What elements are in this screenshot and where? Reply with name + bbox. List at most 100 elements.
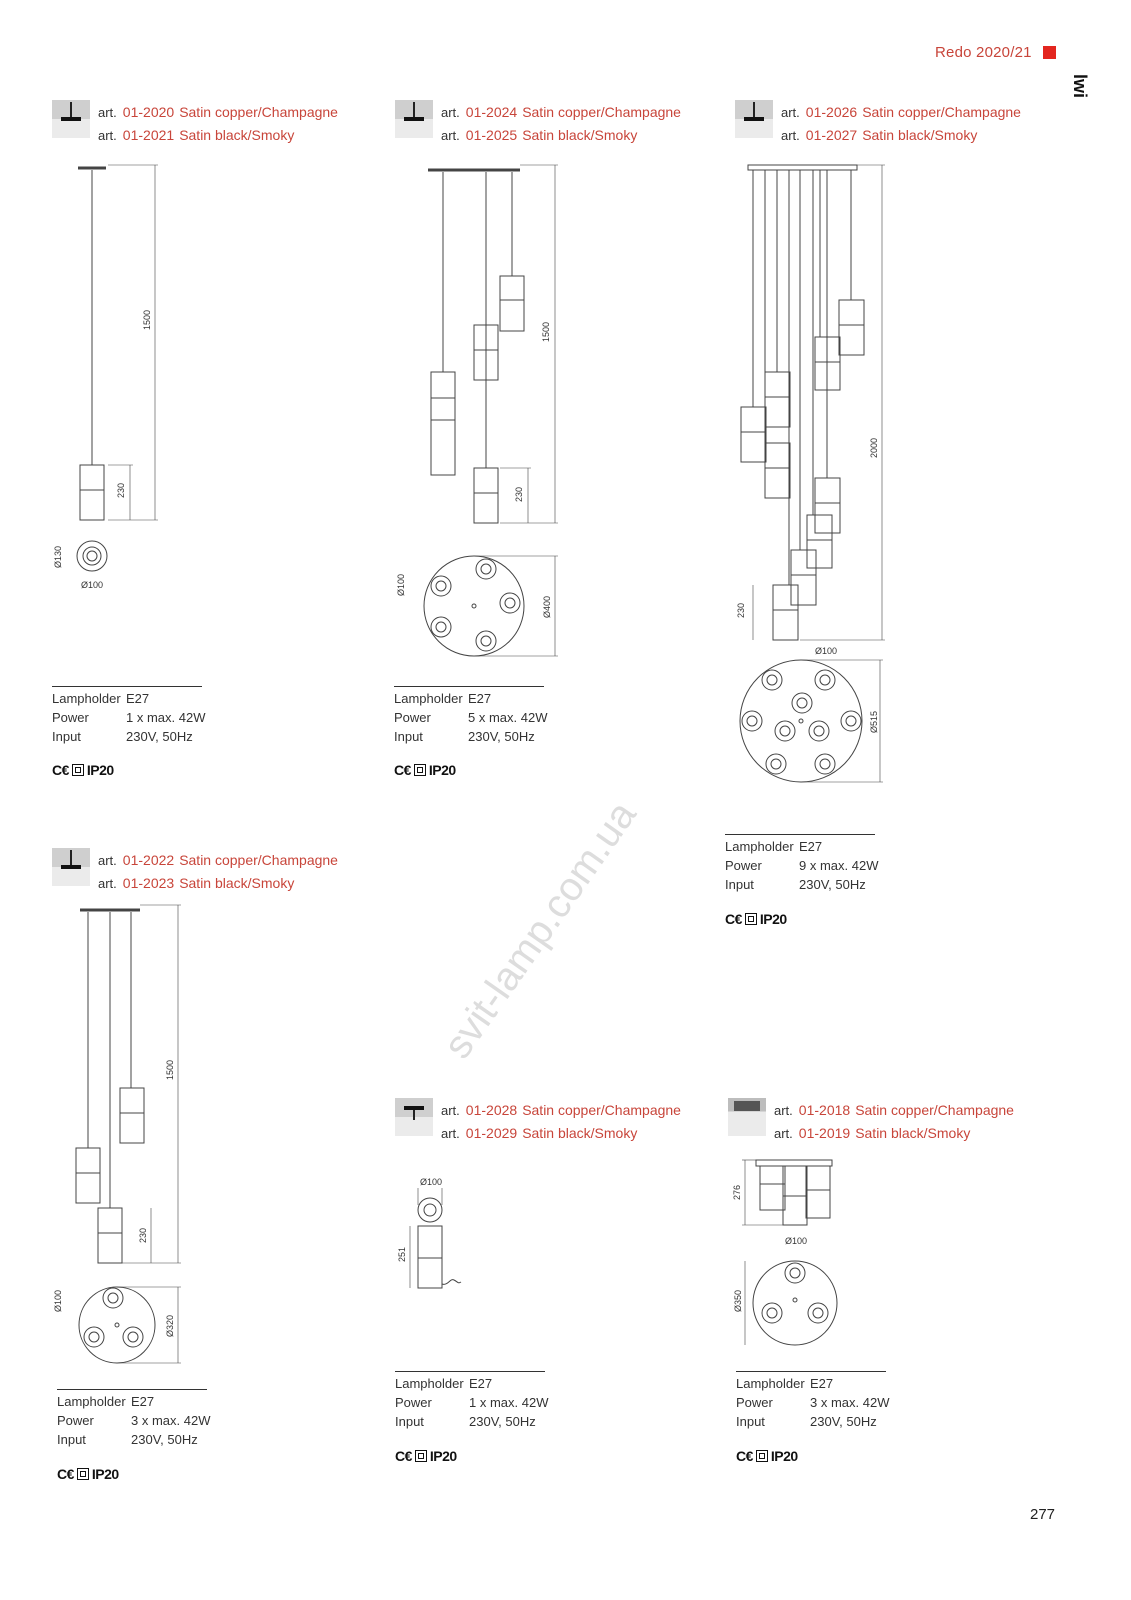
dim-lamp: 230 bbox=[116, 483, 126, 498]
red-square-marker bbox=[1043, 46, 1056, 59]
article-code: 01-2020 bbox=[122, 104, 175, 120]
article-finish: Satin copper/Champagne bbox=[522, 104, 681, 120]
certification-marks: C€IP20 bbox=[57, 1466, 119, 1482]
article-finish: Satin black/Smoky bbox=[862, 127, 978, 143]
dim-d1: Ø100 bbox=[53, 1290, 63, 1312]
canopy-plan bbox=[76, 540, 108, 572]
article-finish: Satin copper/Champagne bbox=[522, 1102, 681, 1118]
page-number: 277 bbox=[1030, 1506, 1056, 1523]
dim-d1: Ø100 bbox=[815, 646, 837, 656]
drawing-01-2018: 276 Ø100 Ø350 bbox=[732, 1159, 838, 1346]
mounting-type-icon bbox=[52, 100, 90, 138]
article-finish: Satin black/Smoky bbox=[855, 1125, 971, 1141]
article-code: 01-2021 bbox=[122, 127, 175, 143]
article-code: 01-2023 bbox=[122, 875, 175, 891]
dim-d2: Ø320 bbox=[165, 1315, 175, 1337]
dim-d2: Ø350 bbox=[733, 1290, 743, 1312]
dim-height: 1500 bbox=[165, 1060, 175, 1080]
mounting-type-icon bbox=[395, 100, 433, 138]
article-code: 01-2029 bbox=[465, 1125, 518, 1141]
drawing-01-2028: Ø100 251 bbox=[397, 1177, 462, 1289]
article-code: 01-2025 bbox=[465, 127, 518, 143]
ce-mark-icon: C€ bbox=[725, 911, 742, 927]
drawing-01-2022: 1500 230 Ø100 Ø320 bbox=[53, 904, 181, 1364]
collection-title: Redo 2020/21 bbox=[935, 44, 1032, 61]
class-ii-icon bbox=[71, 764, 84, 776]
dim-d2: Ø400 bbox=[542, 596, 552, 618]
article-finish: Satin copper/Champagne bbox=[862, 104, 1021, 120]
mounting-type-icon bbox=[728, 1098, 766, 1136]
dim-d1: Ø100 bbox=[396, 574, 406, 596]
ip-rating: IP20 bbox=[428, 762, 456, 778]
dim-height: 251 bbox=[397, 1247, 407, 1262]
dim-height: 276 bbox=[732, 1185, 742, 1200]
drawing-01-2024: 1500 230 Ø100 Ø400 bbox=[396, 164, 558, 657]
ip-rating: IP20 bbox=[759, 911, 787, 927]
ip-rating: IP20 bbox=[86, 762, 114, 778]
dim-d1: Ø100 bbox=[420, 1177, 442, 1187]
class-ii-icon bbox=[755, 1450, 768, 1462]
dim-d2: Ø515 bbox=[869, 711, 879, 733]
article-code: 01-2022 bbox=[122, 852, 175, 868]
dim-height: 1500 bbox=[541, 322, 551, 342]
article-code: 01-2028 bbox=[465, 1102, 518, 1118]
drawing-01-2020: 1500 230 Ø130 Ø100 bbox=[53, 164, 158, 590]
article-finish: Satin black/Smoky bbox=[522, 1125, 638, 1141]
dim-height: 1500 bbox=[142, 310, 152, 330]
dim-lamp: 230 bbox=[736, 603, 746, 618]
article-finish: Satin copper/Champagne bbox=[179, 852, 338, 868]
dim-lamp: 230 bbox=[138, 1228, 148, 1243]
article-finish: Satin copper/Champagne bbox=[179, 104, 338, 120]
ip-rating: IP20 bbox=[429, 1448, 457, 1464]
certification-marks: C€ IP20 bbox=[736, 1448, 798, 1464]
lamp-shade bbox=[79, 464, 105, 521]
class-ii-icon bbox=[414, 1450, 427, 1462]
article-finish: Satin black/Smoky bbox=[179, 127, 295, 143]
mounting-type-icon bbox=[735, 100, 773, 138]
mounting-type-icon bbox=[395, 1098, 433, 1136]
ce-mark-icon: C€ bbox=[395, 1448, 412, 1464]
article-code: 01-2019 bbox=[798, 1125, 851, 1141]
ip-rating: IP20 bbox=[770, 1448, 798, 1464]
ce-mark-icon: C€ bbox=[736, 1448, 753, 1464]
article-code: 01-2024 bbox=[465, 104, 518, 120]
lamp-positions bbox=[741, 669, 862, 775]
certification-marks: C€ IP20 bbox=[394, 762, 456, 778]
article-finish: Satin black/Smoky bbox=[522, 127, 638, 143]
article-code: 01-2018 bbox=[798, 1102, 851, 1118]
ce-mark-icon: C€ bbox=[394, 762, 411, 778]
dim-d1: Ø100 bbox=[785, 1236, 807, 1246]
dim-d2: Ø100 bbox=[81, 580, 103, 590]
article-finish: Satin copper/Champagne bbox=[855, 1102, 1014, 1118]
